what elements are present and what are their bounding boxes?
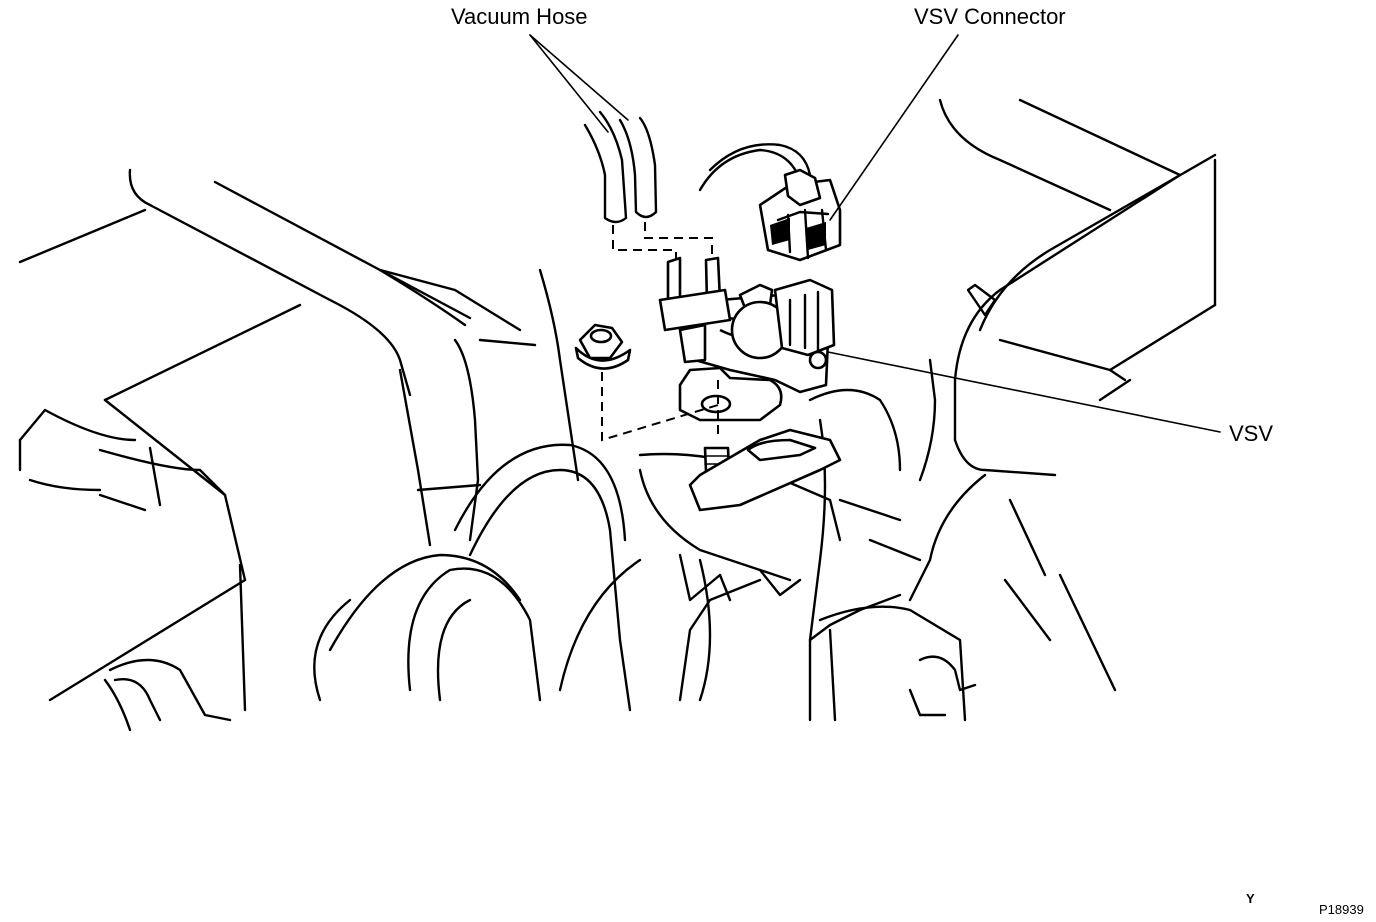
vsv-label: VSV [1229,421,1274,446]
vsv-connector [698,143,842,262]
vsv-valve [658,256,836,422]
engine-right [808,98,1217,722]
vacuum-hoses [583,110,658,224]
figure-code: P18939 [1319,902,1364,917]
assembly-dashes [601,222,719,442]
vsv-connector-label: VSV Connector [914,4,1066,29]
vacuum-pipe-left [378,268,580,547]
center-pipes [313,388,922,712]
stud-bolt [688,428,842,512]
vacuum-hose-label: Vacuum Hose [451,4,588,29]
leader-lines [529,34,1221,433]
engine-block-left [18,168,472,732]
flange-nut [574,323,632,370]
view-mark: Y [1246,891,1255,906]
